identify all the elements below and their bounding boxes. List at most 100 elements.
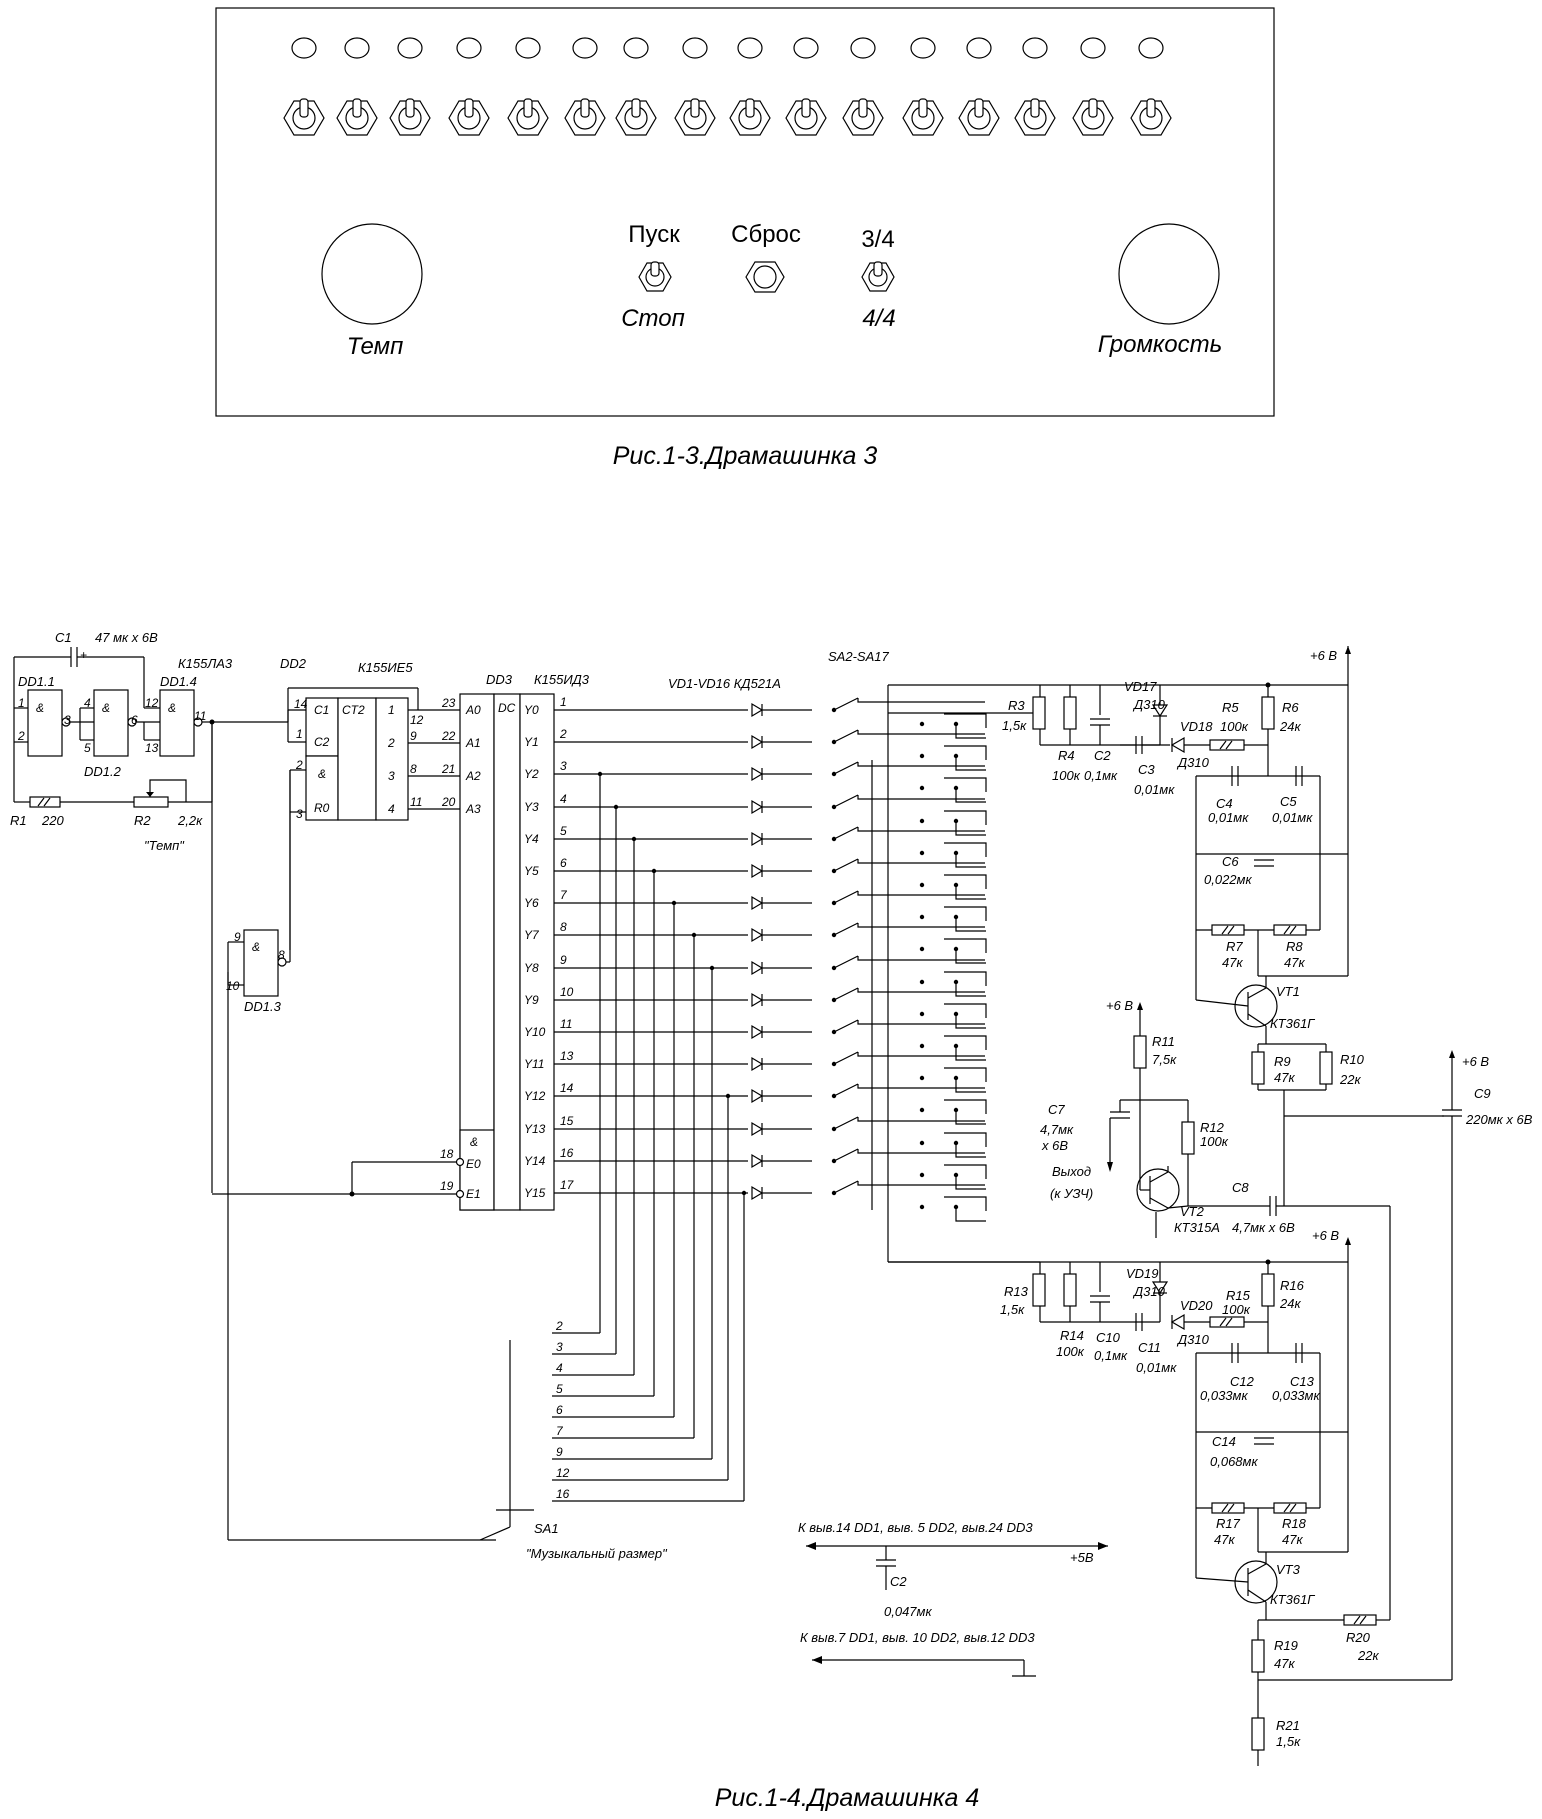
step-toggle-switch[interactable]: [283, 98, 325, 136]
svg-text:К выв.14 DD1, выв. 5 DD2, выв.: К выв.14 DD1, выв. 5 DD2, выв.24 DD3: [798, 1520, 1033, 1535]
svg-text:24к: 24к: [1279, 719, 1301, 734]
step-switch[interactable]: [831, 987, 987, 1029]
svg-text:0,1мк: 0,1мк: [1084, 768, 1118, 783]
svg-text:220: 220: [41, 813, 64, 828]
R17-resistor: [1211, 1502, 1245, 1514]
step-switch[interactable]: [831, 858, 987, 900]
svg-text:Д310: Д310: [1132, 1284, 1166, 1299]
time-signature-toggle[interactable]: [861, 261, 895, 292]
step-switch[interactable]: [831, 826, 987, 868]
svg-text:R17: R17: [1216, 1516, 1241, 1531]
R8-resistor: [1273, 924, 1307, 936]
dd3-input-pin: 22: [441, 729, 456, 743]
step-toggle-switch[interactable]: [389, 98, 431, 136]
svg-text:47 мк х 6В: 47 мк х 6В: [95, 630, 158, 645]
svg-text:2: 2: [295, 758, 303, 772]
svg-text:C2: C2: [1094, 748, 1111, 763]
svg-text:C3: C3: [1138, 762, 1155, 777]
reset-button[interactable]: [745, 261, 785, 293]
svg-text:3: 3: [296, 807, 303, 821]
diode: [751, 895, 764, 911]
R11-resistor: [1133, 1035, 1147, 1069]
dd3-output-pin: 2: [559, 727, 567, 741]
svg-text:R1: R1: [10, 813, 27, 828]
svg-text:R3: R3: [1008, 698, 1025, 713]
svg-text:+: +: [80, 648, 87, 662]
svg-text:DD1.3: DD1.3: [244, 999, 282, 1014]
step-toggle-switch[interactable]: [958, 98, 1000, 136]
svg-text:R16: R16: [1280, 1278, 1305, 1293]
step-switch[interactable]: [831, 1083, 987, 1125]
step-toggle-switch[interactable]: [448, 98, 490, 136]
dd2-output-label: 3: [388, 769, 395, 783]
diode: [751, 831, 764, 847]
step-toggle-switch[interactable]: [336, 98, 378, 136]
step-toggle-switch[interactable]: [785, 98, 827, 136]
tempo-knob[interactable]: [321, 223, 423, 325]
time-34-label: 3/4: [861, 226, 894, 253]
step-switch[interactable]: [831, 794, 987, 836]
svg-text:R2: R2: [134, 813, 151, 828]
svg-text:CT2: CT2: [342, 703, 365, 717]
dd3-output-pin: 16: [560, 1146, 574, 1160]
svg-text:Д310: Д310: [1176, 755, 1210, 770]
step-toggle-switch[interactable]: [1130, 98, 1172, 136]
diode-switch-matrix: [554, 684, 1040, 1502]
step-switch[interactable]: [831, 922, 987, 964]
step-switch[interactable]: [831, 1148, 987, 1190]
generator-2: [888, 1237, 1452, 1766]
step-toggle-switch[interactable]: [564, 98, 606, 136]
step-switch[interactable]: [831, 1116, 987, 1158]
step-switch[interactable]: [831, 1019, 987, 1061]
diode: [751, 734, 764, 750]
step-toggle-switch[interactable]: [842, 98, 884, 136]
step-toggle-switch[interactable]: [902, 98, 944, 136]
dd2-output-label: 2: [387, 736, 395, 750]
volume-knob[interactable]: [1118, 223, 1220, 325]
step-toggle-switch[interactable]: [615, 98, 657, 136]
svg-text:100к: 100к: [1222, 1302, 1251, 1317]
led-indicator: [572, 37, 598, 59]
step-switch[interactable]: [831, 761, 987, 803]
svg-text:R21: R21: [1276, 1718, 1300, 1733]
svg-text:4,7мк: 4,7мк: [1040, 1122, 1074, 1137]
diode: [751, 702, 764, 718]
sa1-contact-label: 4: [556, 1361, 563, 1375]
sa1-contact-label: 16: [556, 1487, 570, 1501]
start-stop-toggle[interactable]: [638, 261, 672, 292]
step-switch[interactable]: [831, 1051, 987, 1093]
svg-text:C14: C14: [1212, 1434, 1236, 1449]
svg-text:КТ361Г: КТ361Г: [1270, 1016, 1315, 1031]
figure3-caption: Рис.1-3.Драмашинка 3: [613, 442, 878, 470]
sa1-contact-label: 5: [556, 1382, 563, 1396]
svg-text:R19: R19: [1274, 1638, 1298, 1653]
svg-text:5: 5: [84, 741, 91, 755]
svg-text:R13: R13: [1004, 1284, 1029, 1299]
svg-text:R7: R7: [1226, 939, 1243, 954]
step-switch[interactable]: [831, 729, 987, 771]
R4-resistor: [1063, 696, 1077, 730]
step-toggle-switch[interactable]: [729, 98, 771, 136]
dd2-output-label: 4: [388, 802, 395, 816]
dd3-output-label: Y7: [524, 928, 540, 942]
R7-resistor: [1211, 924, 1245, 936]
step-switch[interactable]: [831, 890, 987, 932]
svg-text:13: 13: [145, 741, 159, 755]
panel-outline: [215, 7, 1275, 417]
R13-resistor: [1032, 1273, 1046, 1307]
svg-text:VD17: VD17: [1124, 679, 1157, 694]
step-toggle-switch[interactable]: [507, 98, 549, 136]
dd3-output-label: Y5: [524, 864, 539, 878]
step-switch[interactable]: [831, 697, 987, 739]
step-toggle-switch[interactable]: [674, 98, 716, 136]
led-indicator: [1138, 37, 1164, 59]
svg-text:0,033мк: 0,033мк: [1272, 1388, 1320, 1403]
step-switch[interactable]: [831, 955, 987, 997]
led-indicator: [344, 37, 370, 59]
step-toggle-switch[interactable]: [1014, 98, 1056, 136]
dd3-output-label: Y8: [524, 961, 539, 975]
R3-resistor: [1032, 696, 1046, 730]
step-switch[interactable]: [831, 1180, 987, 1222]
step-toggle-switch[interactable]: [1072, 98, 1114, 136]
